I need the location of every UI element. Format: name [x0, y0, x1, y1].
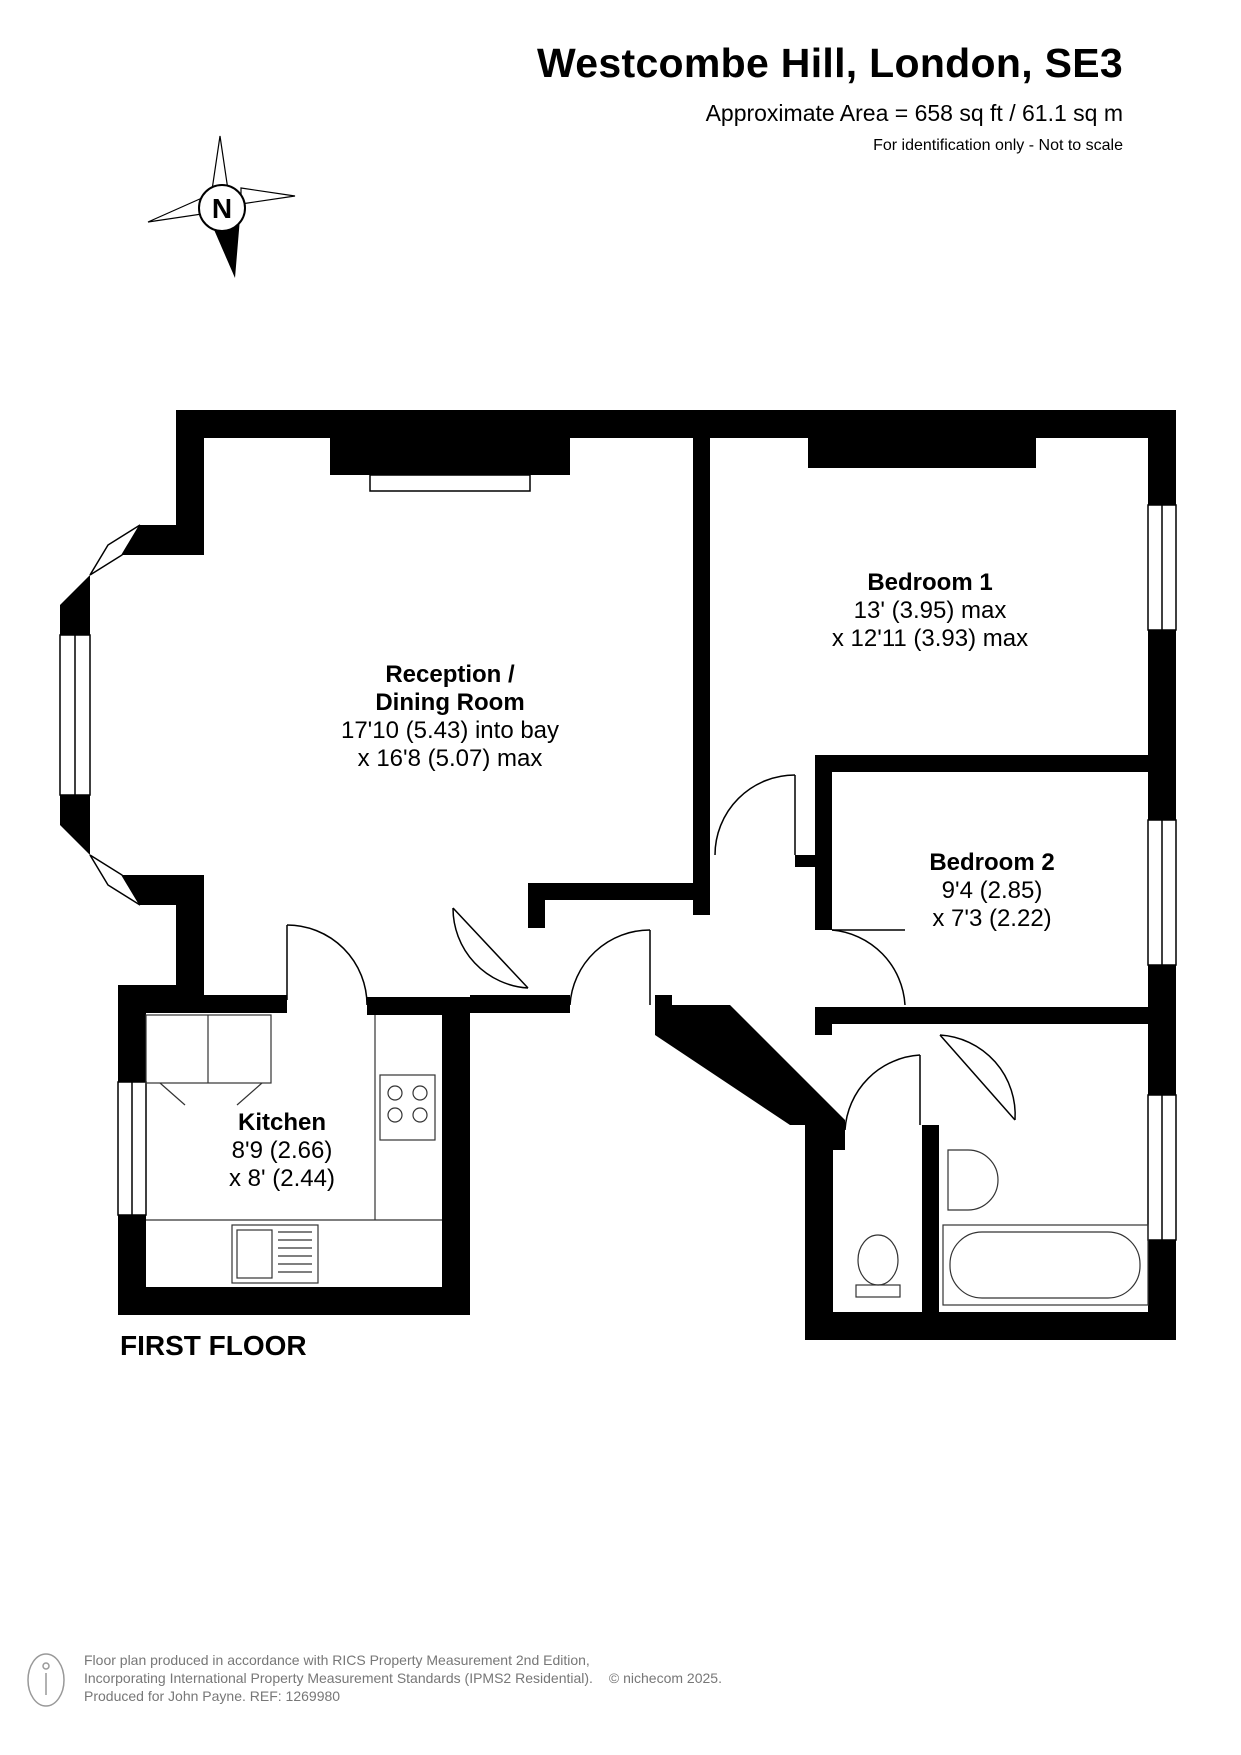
- footer-line-1: Floor plan produced in accordance with R…: [84, 1652, 590, 1668]
- bedroom2-dim-1: 9'4 (2.85): [942, 877, 1043, 904]
- room-reception: Reception / Dining Room 17'10 (5.43) int…: [341, 661, 559, 772]
- doors: [286, 774, 1016, 1131]
- bedroom2-name: Bedroom 2: [929, 849, 1054, 876]
- bedroom2-dim-2: x 7'3 (2.22): [932, 905, 1051, 932]
- footer-notes: Floor plan produced in accordance with R…: [84, 1651, 722, 1705]
- room-bedroom2: Bedroom 2 9'4 (2.85) x 7'3 (2.22): [929, 849, 1054, 932]
- area-summary: Approximate Area = 658 sq ft / 61.1 sq m: [705, 100, 1123, 126]
- plan-title: Westcombe Hill, London, SE3: [537, 40, 1123, 86]
- bath-icon: [942, 1224, 1149, 1306]
- kitchen-dim-2: x 8' (2.44): [229, 1165, 335, 1192]
- basin-icon: [947, 1149, 999, 1211]
- toilet-icon: [855, 1234, 901, 1298]
- hob-icon: [379, 1074, 436, 1141]
- reception-name-1: Reception /: [385, 661, 515, 688]
- room-kitchen: Kitchen 8'9 (2.66) x 8' (2.44): [229, 1109, 335, 1192]
- room-bedroom1: Bedroom 1 13' (3.95) max x 12'11 (3.93) …: [832, 569, 1028, 652]
- kitchen-name: Kitchen: [238, 1109, 326, 1136]
- scale-disclaimer: For identification only - Not to scale: [873, 137, 1123, 154]
- reception-dim-1: 17'10 (5.43) into bay: [341, 717, 559, 744]
- floor-name: FIRST FLOOR: [120, 1330, 307, 1361]
- windows: [59, 474, 1177, 1241]
- reception-name-2: Dining Room: [375, 689, 524, 716]
- bedroom1-dim-2: x 12'11 (3.93) max: [832, 625, 1028, 652]
- footer-line-2: Incorporating International Property Mea…: [84, 1670, 593, 1686]
- footer-line-3: Produced for John Payne. REF: 1269980: [84, 1688, 341, 1704]
- sink-icon: [231, 1224, 319, 1284]
- reception-dim-2: x 16'8 (5.07) max: [358, 745, 543, 772]
- footer-credit: © nichecom 2025.: [608, 1670, 722, 1686]
- fixtures: [145, 1014, 1149, 1306]
- kitchen-dim-1: 8'9 (2.66): [232, 1137, 333, 1164]
- bedroom1-dim-1: 13' (3.95) max: [854, 597, 1007, 624]
- walls: [60, 410, 1176, 1340]
- compass-letter: N: [212, 193, 232, 224]
- person-icon: [27, 1653, 65, 1707]
- bedroom1-name: Bedroom 1: [867, 569, 992, 596]
- compass-icon: N: [147, 135, 296, 278]
